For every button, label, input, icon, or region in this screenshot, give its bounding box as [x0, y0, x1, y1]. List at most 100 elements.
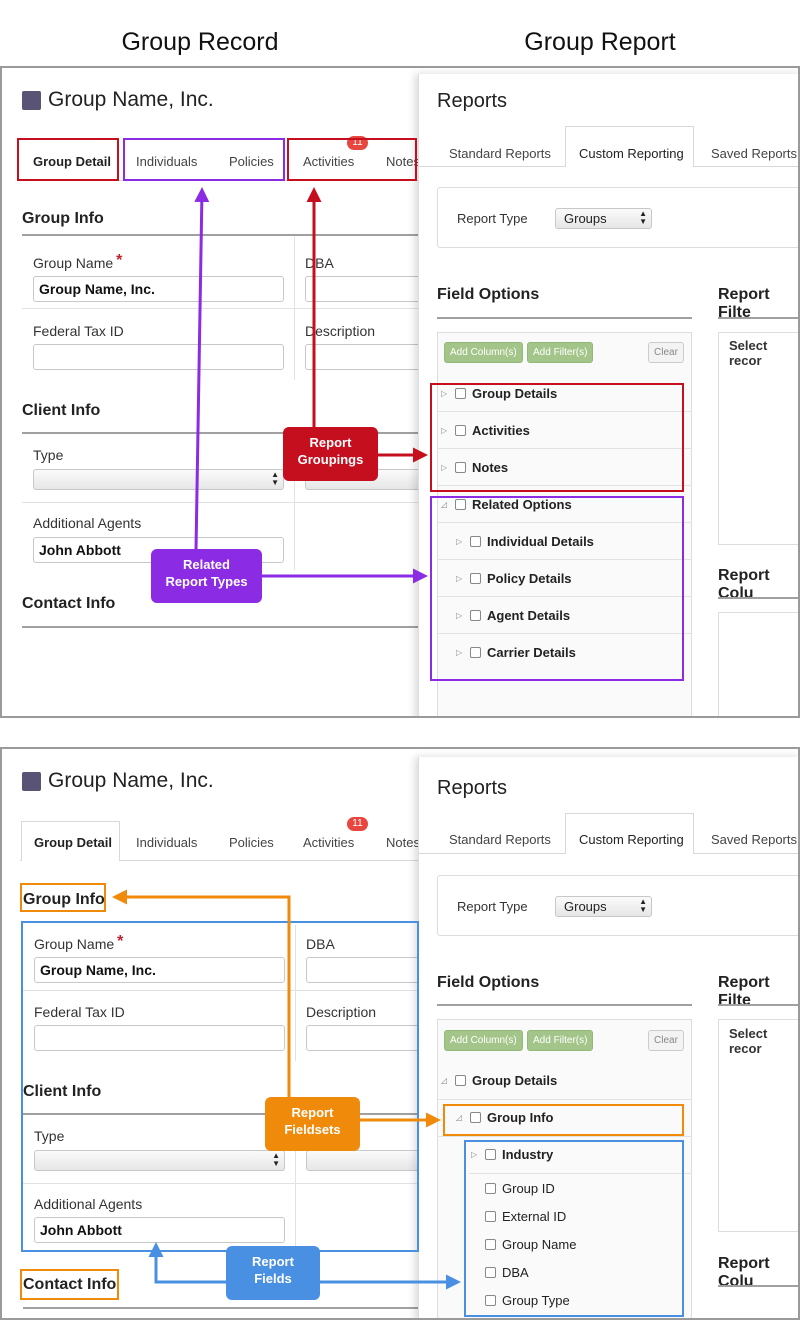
tree-item-activities[interactable]: ▷Activities [441, 423, 530, 438]
tree-field-external-id[interactable]: External ID [485, 1209, 566, 1224]
expand-icon: ▷ [441, 426, 448, 435]
checkbox[interactable] [455, 462, 466, 473]
description-input[interactable] [306, 1025, 426, 1051]
tab-underline [20, 860, 420, 861]
group-name-input[interactable]: Group Name, Inc. [33, 276, 284, 302]
tab-group-detail[interactable]: Group Detail [34, 835, 113, 850]
federal-tax-id-input[interactable] [33, 344, 284, 370]
federal-tax-id-label: Federal Tax ID [33, 323, 124, 339]
clear-button[interactable]: Clear [648, 1030, 684, 1051]
tab-standard-reports[interactable]: Standard Reports [449, 146, 551, 161]
checkbox[interactable] [470, 610, 481, 621]
tab-underline [20, 180, 420, 181]
expand-icon: ▷ [441, 463, 448, 472]
type-select-2[interactable] [306, 1150, 426, 1171]
report-type-select[interactable]: Groups ▲▼ [555, 208, 652, 229]
additional-agents-input[interactable]: John Abbott [34, 1217, 285, 1243]
checkbox[interactable] [470, 647, 481, 658]
report-type-label: Report Type [457, 899, 528, 914]
row-divider [437, 633, 692, 634]
row-divider [23, 1183, 421, 1184]
tree-item-industry[interactable]: ▷Industry [471, 1147, 554, 1162]
add-columns-button[interactable]: Add Column(s) [444, 1030, 523, 1051]
clear-button[interactable]: Clear [648, 342, 684, 363]
tree-item-notes[interactable]: ▷Notes [441, 460, 509, 475]
type-select[interactable]: ▲▼ [33, 469, 284, 490]
tree-item-group-details[interactable]: ◿Group Details [441, 1073, 558, 1088]
checkbox[interactable] [485, 1239, 496, 1250]
tab-individuals[interactable]: Individuals [136, 835, 198, 850]
row-divider [437, 411, 692, 412]
group-name-input[interactable]: Group Name, Inc. [34, 957, 285, 983]
checkbox[interactable] [485, 1149, 496, 1160]
select-records-label: Select recor [729, 1026, 768, 1056]
checkbox[interactable] [470, 536, 481, 547]
tree-item-policy-details[interactable]: ▷Policy Details [456, 571, 572, 586]
tree-item-group-details[interactable]: ▷Group Details [441, 386, 558, 401]
checkbox[interactable] [455, 1075, 466, 1086]
section-rule [22, 626, 420, 628]
tab-saved-reports[interactable]: Saved Reports [711, 832, 797, 847]
add-filters-button[interactable]: Add Filter(s) [527, 1030, 594, 1051]
dba-label: DBA [305, 255, 334, 271]
section-client-info: Client Info [22, 402, 101, 419]
tab-standard-reports[interactable]: Standard Reports [449, 832, 551, 847]
tab-policies[interactable]: Policies [229, 835, 274, 850]
tree-item-individual-details[interactable]: ▷Individual Details [456, 534, 594, 549]
tab-custom-reporting[interactable]: Custom Reporting [579, 146, 684, 161]
tree-field-dba[interactable]: DBA [485, 1265, 529, 1280]
expand-icon: ▷ [456, 611, 463, 620]
tree-field-group-id[interactable]: Group ID [485, 1181, 555, 1196]
checkbox[interactable] [455, 499, 466, 510]
checkbox[interactable] [485, 1183, 496, 1194]
select-records-label: Select recor [729, 338, 768, 368]
row-divider [437, 522, 692, 523]
tree-field-group-type[interactable]: Group Type [485, 1293, 570, 1308]
checkbox[interactable] [485, 1267, 496, 1278]
tab-individuals[interactable]: Individuals [136, 154, 198, 169]
federal-tax-id-input[interactable] [34, 1025, 285, 1051]
collapse-icon: ◿ [441, 1076, 448, 1085]
reports-title: Reports [437, 90, 508, 112]
tab-notes[interactable]: Notes [386, 154, 420, 169]
section-rule [718, 1004, 798, 1006]
dba-input[interactable] [305, 276, 425, 302]
tab-saved-reports[interactable]: Saved Reports [711, 146, 797, 161]
filters-box [718, 332, 798, 545]
add-filters-button[interactable]: Add Filter(s) [527, 342, 594, 363]
tree-item-agent-details[interactable]: ▷Agent Details [456, 608, 571, 623]
add-columns-button[interactable]: Add Column(s) [444, 342, 523, 363]
group-name-label: Group Name* [33, 252, 123, 271]
section-rule [22, 234, 420, 236]
report-type-select[interactable]: Groups ▲▼ [555, 896, 652, 917]
tree-item-carrier-details[interactable]: ▷Carrier Details [456, 645, 576, 660]
dba-input[interactable] [306, 957, 426, 983]
tree-item-group-info[interactable]: ◿Group Info [456, 1110, 554, 1125]
tab-notes[interactable]: Notes [386, 835, 420, 850]
checkbox[interactable] [455, 425, 466, 436]
checkbox[interactable] [470, 573, 481, 584]
select-arrows-icon: ▲▼ [639, 209, 647, 226]
checkbox[interactable] [485, 1295, 496, 1306]
field-options-title: Field Options [437, 974, 540, 991]
row-divider [437, 596, 692, 597]
tree-item-related-options[interactable]: ◿Related Options [441, 497, 572, 512]
tree-field-group-name[interactable]: Group Name [485, 1237, 576, 1252]
collapse-icon: ◿ [456, 1113, 463, 1122]
tab-custom-reporting[interactable]: Custom Reporting [579, 832, 684, 847]
tab-activities[interactable]: Activities [303, 154, 355, 169]
row-divider [469, 1173, 692, 1174]
description-input[interactable] [305, 344, 425, 370]
tab-group-detail[interactable]: Group Detail [33, 154, 112, 169]
section-rule [437, 317, 692, 319]
checkbox[interactable] [455, 388, 466, 399]
row-divider [22, 502, 420, 503]
type-select[interactable]: ▲▼ [34, 1150, 285, 1171]
checkbox[interactable] [485, 1211, 496, 1222]
tab-activities[interactable]: Activities [303, 835, 355, 850]
col-divider [295, 925, 296, 1061]
tab-policies[interactable]: Policies [229, 154, 274, 169]
checkbox[interactable] [470, 1112, 481, 1123]
